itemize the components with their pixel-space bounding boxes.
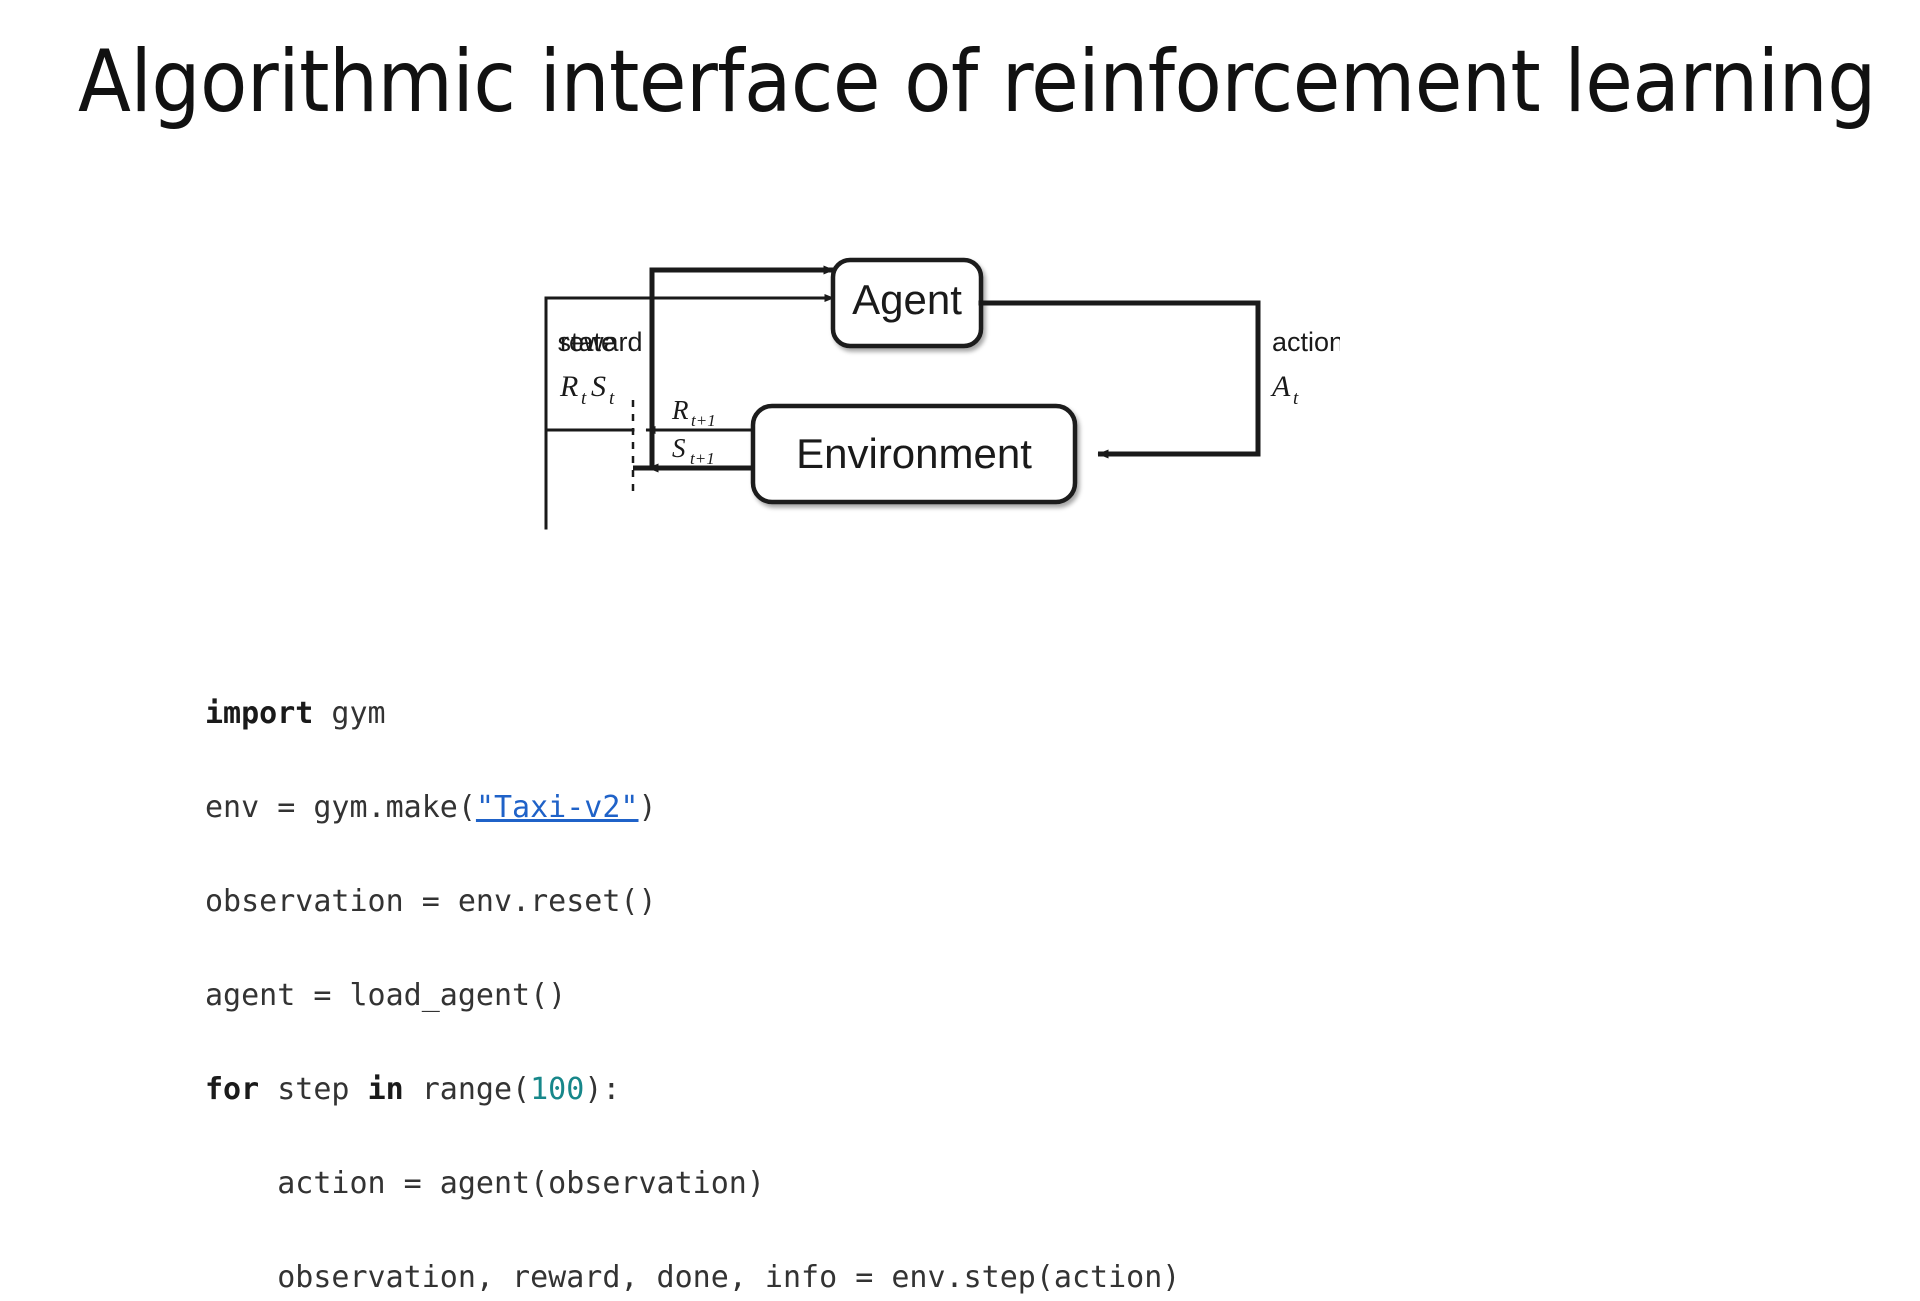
action-symbol-label: A — [1270, 370, 1291, 403]
next-state-symbol-label: S — [672, 433, 686, 463]
code-text: step — [259, 1072, 368, 1107]
page-title: Algorithmic interface of reinforcement l… — [78, 32, 1876, 132]
code-text: env = gym.make( — [205, 790, 476, 825]
code-line: action = agent(observation) — [205, 1160, 1180, 1207]
environment-label: Environment — [796, 430, 1032, 477]
reward-symbol-label: R — [559, 370, 578, 403]
code-line: for step in range(100): — [205, 1066, 1180, 1113]
code-text: observation, reward, done, info = env.st… — [205, 1260, 1181, 1295]
next-reward-symbol-label: R — [671, 395, 689, 425]
next-reward-subscript-label: t+1 — [691, 411, 716, 430]
python-code-block: import gym env = gym.make("Taxi-v2") obs… — [205, 690, 1180, 1301]
code-text: ): — [584, 1072, 621, 1107]
code-text: agent = load_agent() — [205, 978, 567, 1013]
agent-node: Agent — [830, 257, 984, 349]
code-line: env = gym.make("Taxi-v2") — [205, 784, 1180, 831]
next-state-label-group: S t+1 — [672, 433, 715, 468]
code-text: range( — [403, 1072, 531, 1107]
code-text: action = agent(observation) — [205, 1166, 765, 1201]
code-text: observation = env.reset() — [205, 884, 657, 919]
env-id-link[interactable]: "Taxi-v2" — [475, 790, 639, 825]
slide-canvas: Algorithmic interface of reinforcement l… — [78, 32, 1877, 1295]
state-symbol-label: S — [591, 370, 606, 403]
action-label-group: action A t — [1270, 327, 1340, 409]
code-text: ) — [638, 790, 657, 825]
code-line: agent = load_agent() — [205, 972, 1180, 1019]
next-reward-label-group: R t+1 — [671, 395, 716, 430]
reward-word-label: reward — [560, 327, 643, 357]
action-word-label: action — [1272, 327, 1340, 357]
environment-node: Environment — [750, 403, 1078, 505]
code-number-literal: 100 — [530, 1072, 585, 1107]
code-line: observation = env.reset() — [205, 878, 1180, 925]
code-keyword: import — [205, 696, 314, 731]
reward-subscript-label: t — [581, 388, 587, 409]
state-word-label: state — [557, 327, 616, 357]
agent-label: Agent — [852, 276, 962, 323]
action-edge — [978, 300, 1261, 459]
code-line: observation, reward, done, info = env.st… — [205, 1254, 1180, 1301]
state-subscript-label: t — [609, 388, 615, 409]
state-label-group: state S t — [557, 327, 616, 409]
state-edge — [649, 265, 835, 468]
rl-interaction-diagram: Agent Environment — [420, 210, 1340, 550]
reward-label-group: reward R t — [559, 327, 643, 409]
code-line: import gym — [205, 690, 1180, 737]
code-keyword: for — [205, 1072, 260, 1107]
next-state-subscript-label: t+1 — [690, 449, 715, 468]
next-reward-edge — [544, 426, 753, 530]
code-text: gym — [313, 696, 386, 731]
action-subscript-label: t — [1293, 388, 1299, 409]
code-keyword: in — [367, 1072, 404, 1107]
